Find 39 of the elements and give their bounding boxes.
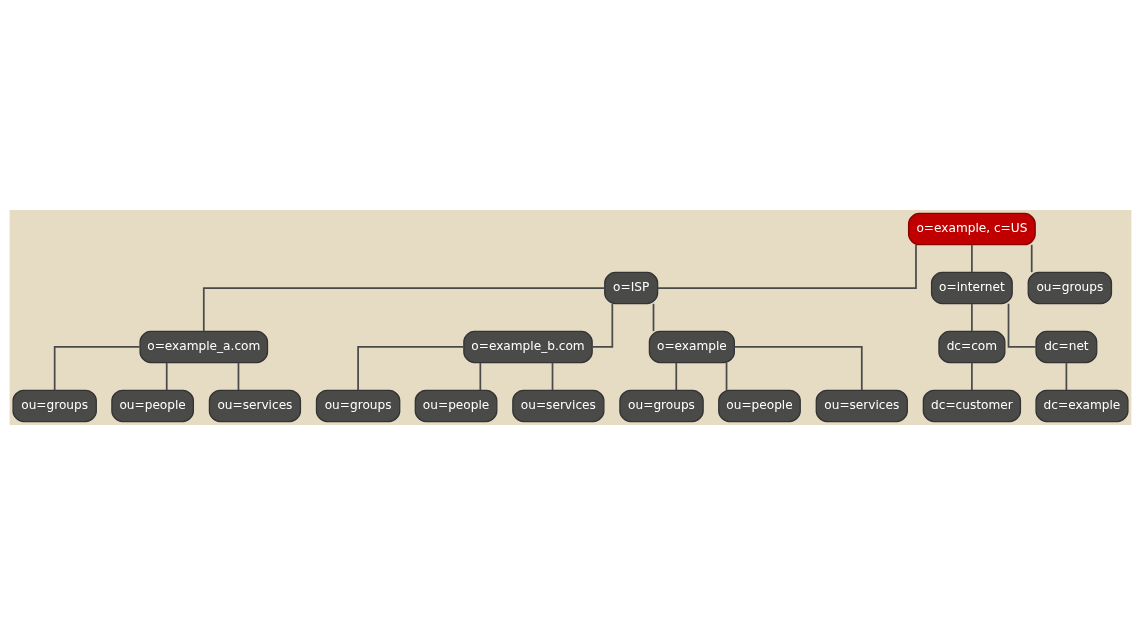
connector: [1065, 361, 1068, 391]
connector: [656, 243, 917, 289]
connector: [652, 302, 655, 332]
node-box: dc=example: [1035, 389, 1129, 422]
node-box: ou=services: [815, 389, 908, 422]
node-box: ou=groups: [1027, 271, 1113, 304]
node-box: dc=com: [938, 330, 1006, 363]
connector: [971, 361, 973, 391]
connector: [237, 361, 240, 391]
node-box: ou=groups: [12, 389, 97, 422]
connector: [551, 361, 554, 391]
node-box: ou=services: [512, 389, 605, 422]
node-box: ou=groups: [619, 389, 704, 422]
connector: [675, 361, 678, 391]
node-box: o=internet: [930, 271, 1013, 304]
connector: [479, 361, 482, 391]
connector: [202, 286, 606, 332]
connector: [53, 345, 141, 391]
connector: [733, 345, 863, 391]
connector: [971, 243, 973, 273]
connector: [725, 361, 728, 391]
connector: [1030, 243, 1033, 273]
node-box: o=example: [648, 330, 735, 363]
connector: [165, 361, 168, 391]
node-box: ou=people: [718, 389, 801, 422]
connector: [591, 302, 614, 348]
node-box: dc=customer: [922, 389, 1022, 422]
node-box: o=example_a.com: [139, 330, 269, 363]
connector: [1007, 302, 1037, 348]
node-box: ou=people: [111, 389, 195, 422]
node-box: ou=people: [414, 389, 498, 422]
node-box: o=ISP: [604, 271, 659, 304]
node-box: o=example_b.com: [463, 330, 593, 363]
connector: [357, 345, 465, 391]
node-box: ou=services: [208, 389, 302, 422]
node-box: dc=net: [1035, 330, 1098, 363]
node-box: ou=groups: [315, 389, 401, 422]
connector: [971, 302, 973, 332]
node-box: o=example, c=US: [907, 212, 1036, 245]
